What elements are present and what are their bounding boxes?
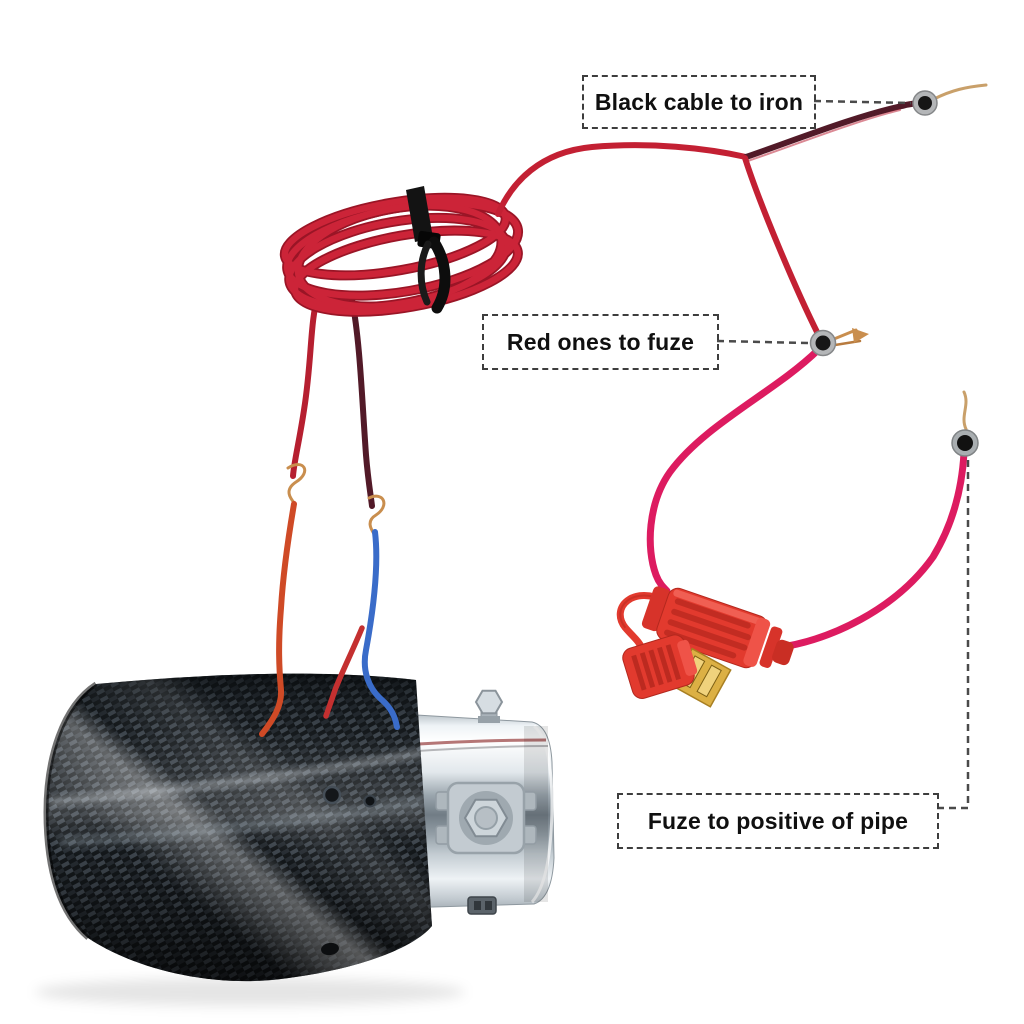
fuse-circuit bbox=[646, 346, 968, 652]
red-cable-run bbox=[495, 142, 749, 217]
copper-splice bbox=[367, 494, 386, 536]
fuse-output-wire bbox=[771, 449, 968, 652]
inline-fuse-holder bbox=[616, 586, 794, 708]
black-lead-wire bbox=[349, 297, 375, 509]
coiled-red-cable bbox=[279, 186, 524, 317]
leader-fuze bbox=[937, 457, 970, 810]
red-lead-wire bbox=[290, 293, 321, 479]
copper-splice bbox=[286, 463, 307, 506]
clamp-hex-bolt bbox=[435, 781, 537, 855]
wire-end-markers bbox=[809, 90, 979, 457]
copper-strand bbox=[832, 328, 858, 341]
orange-led-wire bbox=[259, 501, 297, 737]
zip-tie bbox=[406, 186, 451, 314]
shell-screw bbox=[321, 942, 339, 956]
shell-screw bbox=[363, 794, 377, 808]
pink-wire-to-fuse bbox=[646, 346, 822, 595]
callout-red-ones-to-fuze: Red ones to fuze bbox=[482, 314, 719, 370]
leader-black-cable bbox=[813, 99, 912, 105]
carbon-fiber-exhaust-tip bbox=[43, 673, 432, 982]
lead-wires bbox=[259, 293, 400, 737]
cable-run bbox=[495, 83, 988, 347]
callout-fuze-to-positive-of-pipe: Fuze to positive of pipe bbox=[617, 793, 939, 849]
tip-shadow bbox=[35, 978, 465, 1006]
clamp-top-bolt-icon bbox=[474, 689, 504, 723]
wire-end-marker-black-cable bbox=[912, 90, 938, 116]
red-led-wire bbox=[323, 625, 365, 719]
clamp-bottom-bolt-icon bbox=[467, 896, 497, 915]
copper-strand bbox=[932, 83, 988, 101]
leader-red-ones bbox=[716, 339, 809, 345]
leader-lines bbox=[716, 99, 970, 810]
fuse-cap bbox=[622, 634, 698, 699]
shell-screw bbox=[322, 785, 342, 805]
chrome-inlet-clamp bbox=[399, 689, 555, 915]
copper-strand bbox=[962, 390, 968, 431]
red-branch-wire bbox=[742, 155, 821, 337]
black-cable bbox=[743, 100, 920, 160]
callout-black-cable-to-iron: Black cable to iron bbox=[582, 75, 816, 129]
blue-led-wire bbox=[361, 529, 400, 730]
wire-end-marker-red-wire bbox=[809, 329, 837, 357]
copper-tip bbox=[852, 328, 869, 343]
wire-end-marker-fuse-output bbox=[951, 429, 979, 457]
